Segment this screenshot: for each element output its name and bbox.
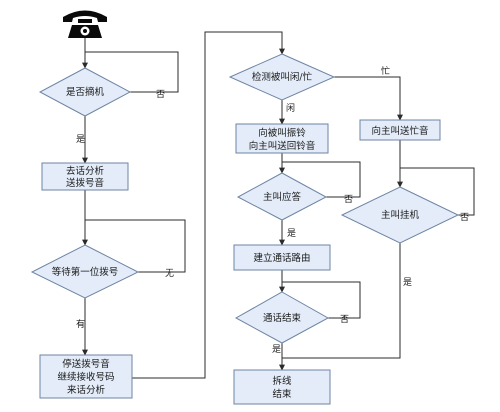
edge-hangup-yes: [282, 243, 401, 359]
decision-off-hook-label: 是否摘机: [66, 86, 105, 98]
label-hangup-no: 否: [460, 212, 469, 223]
label-wait-none: 无: [165, 268, 174, 279]
process-call-analysis: 去话分析 送拨号音: [41, 162, 129, 191]
edge-wait-no-loop: [85, 219, 186, 273]
label-check-idle: 闲: [286, 103, 295, 114]
decision-wait-first-digit-label: 等待第一位拨号: [52, 266, 119, 278]
label-wait-have: 有: [76, 318, 85, 330]
process-release-line1: 拆线: [272, 375, 292, 387]
process-ring-callee: 向被叫振铃 向主叫送回铃音: [235, 123, 329, 154]
process-call-analysis-line1: 去话分析: [66, 165, 105, 177]
process-build-route-label: 建立通话路由: [253, 252, 310, 264]
decision-caller-hangup: 主叫挂机: [340, 186, 460, 244]
label-answer-no: 否: [344, 194, 353, 205]
process-stop-dial-tone-line3: 来话分析: [67, 384, 106, 396]
label-end-yes: 是: [272, 344, 281, 355]
process-stop-dial-tone-line1: 停送拨号音: [62, 358, 110, 370]
label-offhook-no: 否: [156, 89, 165, 100]
process-release-line2: 结束: [272, 388, 292, 400]
process-ring-callee-line1: 向被叫振铃: [258, 127, 306, 139]
label-answer-yes: 是: [287, 228, 296, 239]
decision-wait-first-digit: 等待第一位拨号: [30, 244, 140, 299]
process-stop-dial-tone: 停送拨号音 继续接收号码 来话分析: [39, 354, 133, 399]
decision-caller-answer-label: 主叫应答: [263, 191, 302, 203]
process-busy-tone-label: 向主叫送忙音: [371, 125, 428, 137]
decision-call-end: 通话结束: [234, 291, 330, 344]
edge-stop-to-check: [132, 31, 285, 379]
edge-check-busy: [334, 76, 403, 121]
edge-end-no-loop: [282, 281, 361, 319]
process-busy-tone: 向主叫送忙音: [359, 119, 441, 141]
process-ring-callee-line2: 向主叫送回铃音: [249, 140, 316, 152]
label-hangup-yes: 是: [403, 277, 412, 288]
decision-caller-hangup-label: 主叫挂机: [381, 209, 420, 221]
decision-caller-answer: 主叫应答: [236, 172, 328, 221]
decision-call-end-label: 通话结束: [263, 312, 302, 324]
label-offhook-yes: 是: [76, 134, 85, 145]
label-check-busy: 忙: [381, 65, 390, 77]
label-end-no: 否: [340, 314, 349, 325]
process-build-route: 建立通话路由: [233, 244, 331, 271]
process-release: 拆线 结束: [233, 369, 331, 405]
edge-offhook-no-loop: [85, 51, 179, 93]
edge-hangup-no-loop: [400, 167, 475, 216]
decision-check-callee-label: 检测被叫闲/忙: [252, 71, 313, 83]
process-stop-dial-tone-line2: 继续接收号码: [57, 371, 114, 383]
decision-check-callee: 检测被叫闲/忙: [228, 53, 336, 101]
process-call-analysis-line2: 送拨号音: [66, 177, 104, 189]
decision-off-hook: 是否摘机: [38, 67, 132, 117]
telephone-icon: [63, 10, 107, 38]
edge-answer-no-loop: [282, 161, 361, 198]
